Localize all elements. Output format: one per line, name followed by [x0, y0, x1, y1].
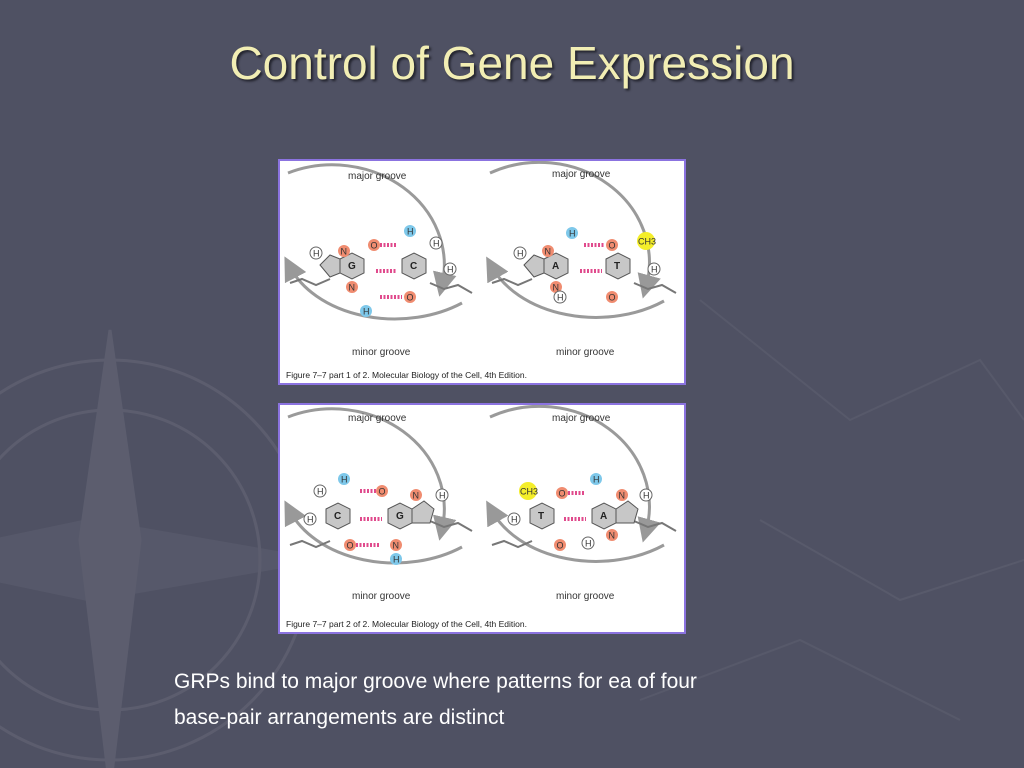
svg-text:N: N	[413, 491, 420, 501]
svg-text:O: O	[609, 241, 616, 251]
svg-text:N: N	[609, 531, 616, 541]
slide-title: Control of Gene Expression	[229, 37, 795, 89]
base-pair-diagram-cg-ta: major groove minor groove C G O O N N H …	[284, 405, 677, 602]
minor-groove-label: minor groove	[352, 347, 411, 358]
svg-text:H: H	[317, 487, 324, 497]
minor-groove-label: minor groove	[556, 347, 615, 358]
svg-text:H: H	[341, 475, 348, 485]
body-line-1: GRPs bind to major groove where patterns…	[174, 670, 697, 693]
svg-text:H: H	[439, 491, 446, 501]
svg-text:H: H	[393, 555, 400, 565]
minor-groove-label: minor groove	[556, 591, 615, 602]
base-g: G	[348, 261, 356, 272]
svg-text:H: H	[557, 293, 564, 303]
svg-text:H: H	[447, 265, 454, 275]
base-a: A	[552, 261, 559, 272]
figure-part-1: major groove minor groove G C N N O O H …	[278, 159, 686, 385]
svg-text:H: H	[643, 491, 650, 501]
panel-gc: major groove minor groove G C N N O O H …	[284, 163, 473, 358]
base-pair-diagram-gc-at: major groove minor groove G C N N O O H …	[284, 161, 677, 358]
major-groove-label: major groove	[348, 171, 407, 182]
svg-text:O: O	[379, 487, 386, 497]
figure-caption: Figure 7–7 part 2 of 2. Molecular Biolog…	[286, 619, 527, 629]
svg-text:H: H	[585, 539, 592, 549]
svg-text:N: N	[349, 283, 356, 293]
svg-text:N: N	[341, 247, 348, 257]
svg-text:H: H	[363, 307, 370, 317]
svg-text:H: H	[433, 239, 440, 249]
svg-text:O: O	[347, 541, 354, 551]
svg-text:H: H	[407, 227, 414, 237]
major-groove-label: major groove	[552, 413, 611, 424]
svg-text:O: O	[559, 489, 566, 499]
base-c: C	[410, 261, 417, 272]
slide-body-text: GRPs bind to major groove where patterns…	[174, 664, 894, 736]
svg-text:H: H	[307, 515, 314, 525]
svg-text:O: O	[557, 541, 564, 551]
svg-text:N: N	[393, 541, 400, 551]
figure-part-2: major groove minor groove C G O O N N H …	[278, 403, 686, 634]
major-groove-label: major groove	[552, 169, 611, 180]
svg-text:O: O	[609, 293, 616, 303]
panel-at: major groove minor groove A T N N O O H …	[486, 161, 677, 358]
panel-ta: major groove minor groove T A CH3 O O N …	[486, 405, 677, 602]
major-groove-label: major groove	[348, 413, 407, 424]
methyl-label: CH3	[520, 487, 538, 497]
svg-text:H: H	[313, 249, 320, 259]
svg-text:N: N	[619, 491, 626, 501]
body-line-2: base-pair arrangements are distinct	[174, 706, 505, 729]
figure-caption: Figure 7–7 part 1 of 2. Molecular Biolog…	[286, 370, 527, 380]
svg-text:O: O	[371, 241, 378, 251]
svg-text:N: N	[545, 247, 552, 257]
base-t: T	[614, 261, 620, 272]
svg-text:H: H	[511, 515, 518, 525]
base-t: T	[538, 511, 544, 522]
svg-text:H: H	[569, 229, 576, 239]
panel-cg: major groove minor groove C G O O N N H …	[284, 407, 473, 602]
svg-text:N: N	[553, 283, 560, 293]
svg-text:H: H	[517, 249, 524, 259]
svg-text:H: H	[651, 265, 658, 275]
base-g: G	[396, 511, 404, 522]
svg-text:H: H	[593, 475, 600, 485]
methyl-label: CH3	[638, 237, 656, 247]
base-a: A	[600, 511, 607, 522]
base-c: C	[334, 511, 341, 522]
minor-groove-label: minor groove	[352, 591, 411, 602]
svg-text:O: O	[407, 293, 414, 303]
